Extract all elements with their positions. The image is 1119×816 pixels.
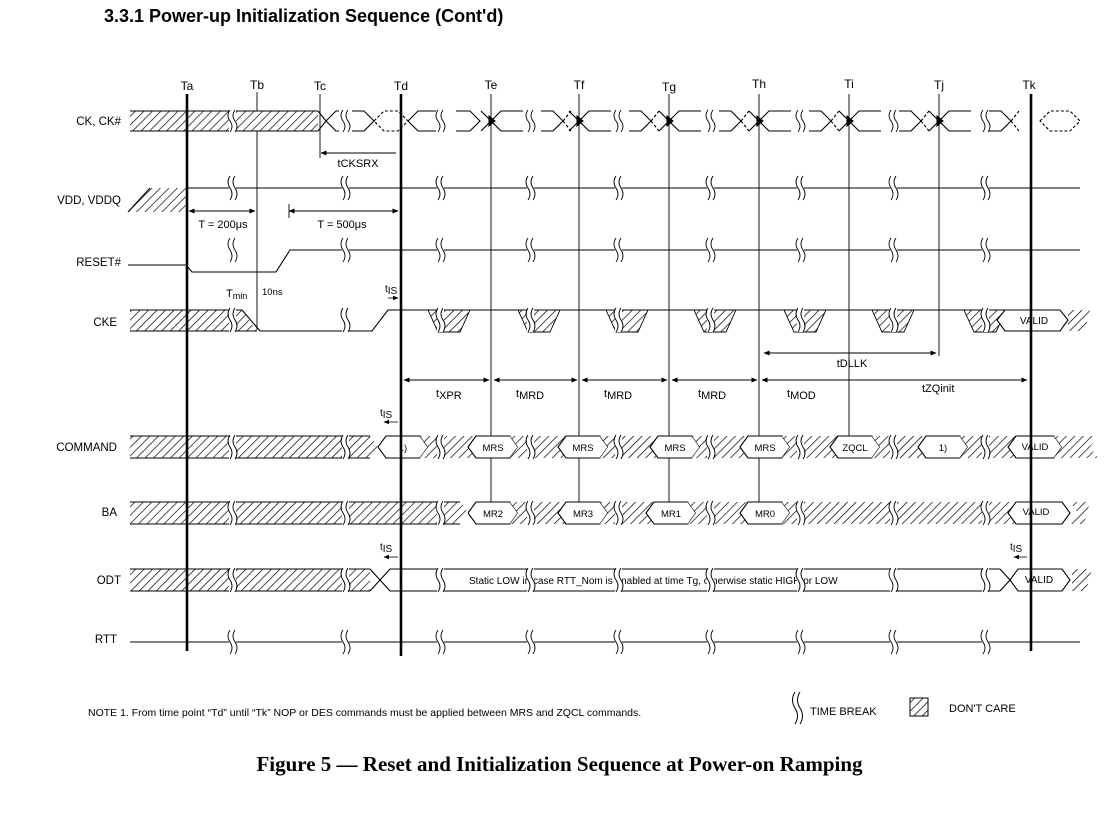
t200-annotation: T = 200μs xyxy=(188,208,256,231)
time-label-th: Th xyxy=(752,77,766,91)
time-break-icon xyxy=(792,691,803,725)
legend: TIME BREAK DON'T CARE xyxy=(792,691,1016,725)
time-label-ta: Ta xyxy=(181,79,194,93)
odt-waveform xyxy=(130,568,1092,592)
cke-waveform xyxy=(130,309,1090,333)
time-label-tb: Tb xyxy=(250,78,264,92)
signal-label-odt: ODT xyxy=(97,575,121,587)
ba-labels: MR2 MR3 MR1 MR0 VALID xyxy=(483,507,1050,520)
ba-waveform xyxy=(130,501,1090,525)
time-label-te: Te xyxy=(485,78,498,92)
bold-time-lines xyxy=(185,94,1033,656)
ba-cell-4: MR0 xyxy=(755,509,775,520)
signal-label-ba: BA xyxy=(102,507,118,519)
tis-cke: tIS xyxy=(385,284,399,301)
svg-text:tIS: tIS xyxy=(1010,542,1023,555)
section-heading: 3.3.1 Power-up Initialization Sequence (… xyxy=(104,6,504,26)
vdd-waveform xyxy=(127,187,1080,213)
time-label-ti: Ti xyxy=(844,77,854,91)
figure-caption: Figure 5 — Reset and Initialization Sequ… xyxy=(256,752,863,776)
time-breaks xyxy=(227,109,991,655)
time-label-tf: Tf xyxy=(574,78,585,92)
ba-cell-2: MR3 xyxy=(573,509,593,520)
command-cell-1: 1) xyxy=(399,443,407,454)
tis-odt-1: tIS xyxy=(380,542,398,560)
t500-annotation: T = 500μs xyxy=(288,204,399,231)
tmrd-label-3: tMRD xyxy=(698,388,726,402)
signal-labels: CK, CK# VDD, VDDQ RESET# CKE COMMAND BA … xyxy=(56,116,121,646)
t500-label: T = 500μs xyxy=(317,219,367,231)
footnote: NOTE 1. From time point “Td” until “Tk” … xyxy=(88,707,641,719)
signal-label-ck: CK, CK# xyxy=(76,116,121,128)
svg-text:tIS: tIS xyxy=(380,408,393,421)
ck-waveform xyxy=(130,110,1081,132)
odt-note: Static LOW in case RTT_Nom is enabled at… xyxy=(469,576,838,587)
signal-label-reset: RESET# xyxy=(76,257,121,269)
t10ns-label: 10ns xyxy=(262,287,283,298)
legend-dont-care: DON'T CARE xyxy=(949,703,1016,715)
signal-label-command: COMMAND xyxy=(56,442,117,454)
time-label-tg: Tg xyxy=(662,80,676,94)
signal-label-vdd: VDD, VDDQ xyxy=(57,195,121,207)
time-label-tc: Tc xyxy=(314,79,326,93)
command-cell-6: ZQCL xyxy=(842,443,867,454)
dont-care-swatch xyxy=(909,697,929,717)
t200-label: T = 200μs xyxy=(198,219,248,231)
tmin-annotation: Tmin 10ns xyxy=(226,285,283,301)
command-cell-2: MRS xyxy=(482,443,503,454)
reset-waveform xyxy=(128,249,1080,273)
time-label-tj: Tj xyxy=(934,78,944,92)
command-cell-7: 1) xyxy=(939,443,947,454)
command-cell-8: VALID xyxy=(1022,442,1049,453)
ba-cell-5: VALID xyxy=(1023,507,1050,518)
command-cell-4: MRS xyxy=(664,443,685,454)
tdllk-annotation: tDLLK xyxy=(763,350,937,370)
tcksrx-annotation: tCKSRX xyxy=(320,150,396,170)
odt-valid-label: VALID xyxy=(1025,575,1053,586)
time-label-tk: Tk xyxy=(1022,78,1036,92)
tis-command: tIS xyxy=(380,408,398,425)
time-label-td: Td xyxy=(394,79,408,93)
tmrd-label-2: tMRD xyxy=(604,388,632,402)
cke-valid-label: VALID xyxy=(1020,316,1048,327)
command-cell-3: MRS xyxy=(572,443,593,454)
timing-arrow-labels: tXPR tMRD tMRD tMRD tMOD tZQinit xyxy=(436,383,954,402)
tmod-label: tMOD xyxy=(787,388,816,402)
command-labels: 1) MRS MRS MRS MRS ZQCL 1) VALID xyxy=(399,442,1049,454)
tis-odt-2: tIS xyxy=(1010,542,1027,560)
signal-label-rtt: RTT xyxy=(95,634,117,646)
legend-time-break: TIME BREAK xyxy=(810,706,877,718)
svg-text:tIS: tIS xyxy=(380,542,393,555)
svg-text:tIS: tIS xyxy=(385,284,398,297)
ba-cell-3: MR1 xyxy=(661,509,681,520)
txpr-label: tXPR xyxy=(436,388,462,402)
tdllk-label: tDLLK xyxy=(837,358,868,370)
tmrd-label-1: tMRD xyxy=(516,388,544,402)
ba-cell-1: MR2 xyxy=(483,509,503,520)
tzqinit-label: tZQinit xyxy=(922,383,954,395)
command-cell-5: MRS xyxy=(754,443,775,454)
tmin-label: Tmin xyxy=(226,288,247,301)
signal-label-cke: CKE xyxy=(93,317,117,329)
time-point-labels: Ta Tb Tc Td Te Tf Tg Th Ti Tj Tk xyxy=(181,77,1037,94)
tcksrx-label: tCKSRX xyxy=(338,158,380,170)
